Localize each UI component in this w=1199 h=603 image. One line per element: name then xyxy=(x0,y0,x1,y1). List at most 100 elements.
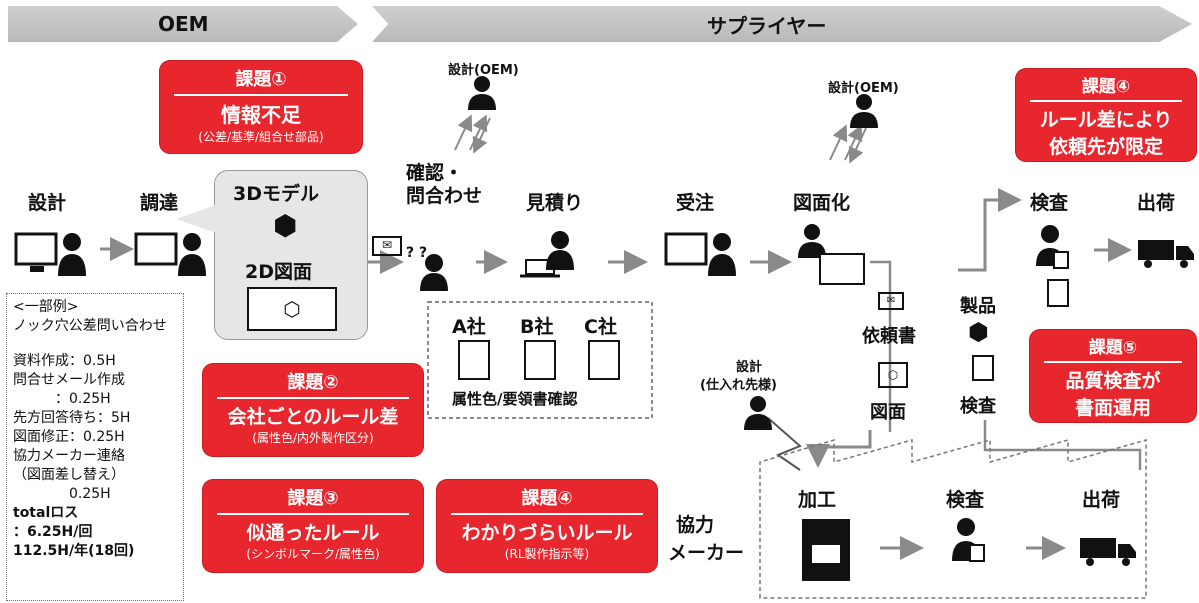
step-order-label: 受注 xyxy=(676,192,715,214)
issue-3-title: 課題③ xyxy=(287,488,339,509)
issue-2-title: 課題② xyxy=(287,372,339,393)
connector-drawing-doc xyxy=(870,260,892,432)
partner-truck-icon xyxy=(1080,538,1136,566)
notes-total-label: totalロス xyxy=(13,505,79,521)
oem-designer-phone-icon-2 xyxy=(850,94,878,128)
callout-tail xyxy=(176,205,216,233)
company-b-label: B社 xyxy=(520,316,554,338)
callout-3d-model: 3Dモデル xyxy=(233,183,319,205)
notes-header: <一部例> xyxy=(13,299,79,315)
arrow-to-partner xyxy=(806,430,872,468)
mail-icon: ✉ xyxy=(372,236,402,256)
company-c-doc-icon xyxy=(588,340,620,380)
drawing-doc-icon: ⬡ xyxy=(878,362,908,388)
oem-band-label: OEM xyxy=(158,12,209,36)
product-cubes-icon: ⬢ xyxy=(968,318,989,346)
notes-line: 0.25H xyxy=(13,486,111,502)
issue-4b-main2: 依頼先が限定 xyxy=(1048,136,1163,158)
issue-5-box: 課題⑤ 品質検査が 書面運用 xyxy=(1030,330,1196,422)
issue-1-sub: (公差/基準/組合せ部品) xyxy=(198,130,324,144)
estimator-at-laptop-icon xyxy=(520,231,574,278)
drawing-doc-label: 図面 xyxy=(870,402,906,423)
company-a-label: A社 xyxy=(452,316,486,338)
request-mail-icon: ✉ xyxy=(878,292,904,310)
product-inspect-label: 検査 xyxy=(960,396,996,417)
issue-3-main: 似通ったルール xyxy=(246,522,380,544)
issue-5-main: 品質検査が xyxy=(1065,370,1161,392)
issue-4-sub: (RL製作指示等) xyxy=(504,547,590,561)
cube-icon: ⬢ xyxy=(273,209,298,242)
design-supplier-label-1: 設計 xyxy=(736,360,763,375)
step-ship-label: 出荷 xyxy=(1137,192,1176,214)
oem-band: OEM xyxy=(8,6,358,42)
issue-4-title: 課題④ xyxy=(521,488,573,509)
step-procure-label: 調達 xyxy=(140,192,179,214)
step-inspect-label: 検査 xyxy=(1030,192,1069,214)
designer-at-pc-icon xyxy=(14,232,86,276)
companies-box xyxy=(427,301,653,419)
request-doc-label: 依頼書 xyxy=(862,326,916,347)
notes-line: 協力メーカー連絡 xyxy=(13,448,125,464)
connector-partner-inspect xyxy=(983,420,1142,470)
issue-4b-main: ルール差により xyxy=(1039,109,1173,131)
design-oem-label-1: 設計(OEM) xyxy=(448,63,519,78)
arrow-to-inspect xyxy=(958,188,1022,272)
step-design-label: 設計 xyxy=(28,192,67,214)
data-callout: 3Dモデル ⬢ 2D図面 ⬡ xyxy=(214,170,368,340)
step-drawing-label: 図面化 xyxy=(793,192,851,214)
notes-line: 問合せメール作成 xyxy=(13,372,125,388)
notes-total-year: 112.5H/年(18回) xyxy=(13,543,135,559)
partner-ship-label: 出荷 xyxy=(1082,489,1121,511)
order-at-pc-icon xyxy=(664,232,736,276)
company-note: 属性色/要領書確認 xyxy=(452,390,578,408)
issue-2-box: 課題② 会社ごとのルール差 (属性色/内外製作区分) xyxy=(203,364,423,456)
issue-4b-box: 課題④ ルール差により 依頼先が限定 xyxy=(1016,69,1196,161)
issue-1-box: 課題① 情報不足 (公差/基準/組合せ部品) xyxy=(160,61,362,153)
notes-total-per: ：6.25H/回 xyxy=(13,524,93,540)
inspector-icon xyxy=(1036,225,1069,307)
machine-tool-icon xyxy=(802,519,850,581)
company-b-doc-icon xyxy=(524,340,556,380)
drawing-sheet-icon: ⬡ xyxy=(247,287,337,331)
issue-5-main2: 書面運用 xyxy=(1074,397,1151,419)
issue-3-sub: (シンボルマーク/属性色) xyxy=(246,547,380,561)
product-label: 製品 xyxy=(960,296,996,317)
partner-inspector-icon xyxy=(952,518,985,562)
partner-label-1: 協力 xyxy=(676,514,715,536)
design-oem-label-2: 設計(OEM) xyxy=(828,81,899,96)
supplier-band: サプライヤー xyxy=(372,6,1192,42)
issue-4-box: 課題④ わかりづらいルール (RL製作指示等) xyxy=(437,480,657,572)
partner-label-2: メーカー xyxy=(668,542,745,564)
company-c-label: C社 xyxy=(584,316,617,338)
truck-icon xyxy=(1138,240,1194,268)
step-confirm-label-1: 確認・ xyxy=(406,162,464,184)
drafter-with-drawing-icon xyxy=(798,224,865,285)
svg-text:? ?: ? ? xyxy=(406,245,427,261)
oem-designer-phone-icon xyxy=(468,76,496,110)
issue-5-title: 課題⑤ xyxy=(1088,338,1138,358)
design-supplier-label-2: (仕入れ先様) xyxy=(700,378,777,393)
procurement-at-pc-icon xyxy=(134,232,206,276)
notes-line: （図面差し替え） xyxy=(13,467,125,483)
step-confirm-label-2: 問合わせ xyxy=(406,185,483,207)
supplier-band-label: サプライヤー xyxy=(707,13,827,38)
issue-2-sub: (属性色/内外製作区分) xyxy=(252,431,374,445)
partner-process-label: 加工 xyxy=(798,489,837,511)
notes-line: 図面修正：0.25H xyxy=(13,429,125,445)
company-a-doc-icon xyxy=(458,340,490,380)
checklist-icon xyxy=(972,355,994,381)
lightning-connector xyxy=(767,417,802,471)
issue-1-main: 情報不足 xyxy=(221,103,301,127)
notes-line: 資料作成：0.5H xyxy=(13,353,116,369)
notes-line: ：0.25H xyxy=(13,391,111,407)
issue-2-main: 会社ごとのルール差 xyxy=(227,406,399,428)
issue-4-main: わかりづらいルール xyxy=(461,522,633,544)
partner-factory-outline xyxy=(759,438,1147,599)
issue-1-title: 課題① xyxy=(235,69,287,90)
issue-4b-title: 課題④ xyxy=(1081,77,1131,97)
callout-2d-drawing: 2D図面 xyxy=(245,261,312,283)
example-notes-panel: <一部例> ノック穴公差問い合わせ 資料作成：0.5H 問合せメール作成 ：0.… xyxy=(6,293,184,601)
notes-subject: ノック穴公差問い合わせ xyxy=(13,318,167,334)
supplier-designer-phone-icon xyxy=(744,396,772,430)
